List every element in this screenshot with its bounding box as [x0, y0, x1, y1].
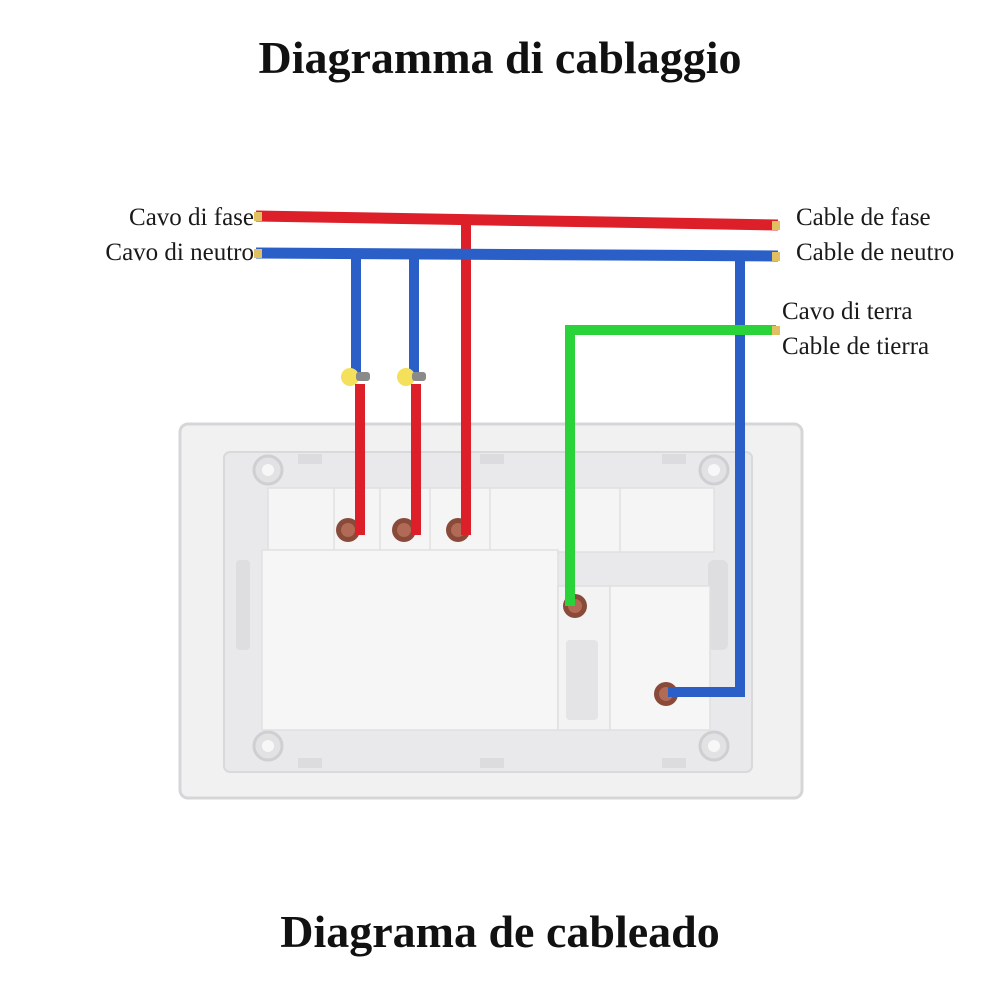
screw-hole-bottom-right: [698, 730, 730, 762]
label-phase-cable-es: Cable de fase: [796, 204, 931, 231]
label-earth-cable-it: Cavo di terra: [782, 298, 913, 325]
diagram-title-italian: Diagramma di cablaggio: [258, 32, 742, 83]
diagram-title-spanish: Diagrama de cableado: [280, 906, 720, 957]
socket-housing: [178, 422, 804, 800]
label-neutral-cable-it: Cavo di neutro: [105, 239, 254, 266]
wire-connector-2: [397, 368, 426, 386]
earth-cable: [565, 325, 780, 606]
phase-cable: [254, 210, 780, 535]
screw-hole-top-left: [252, 454, 284, 486]
neutral-cable: [254, 247, 780, 697]
label-earth-cable-es: Cable de tierra: [782, 333, 930, 360]
screw-hole-bottom-left: [252, 730, 284, 762]
wire-connector-1: [341, 368, 370, 386]
label-neutral-cable-es: Cable de neutro: [796, 239, 955, 266]
screw-hole-top-right: [698, 454, 730, 486]
label-phase-cable-it: Cavo di fase: [129, 204, 254, 231]
